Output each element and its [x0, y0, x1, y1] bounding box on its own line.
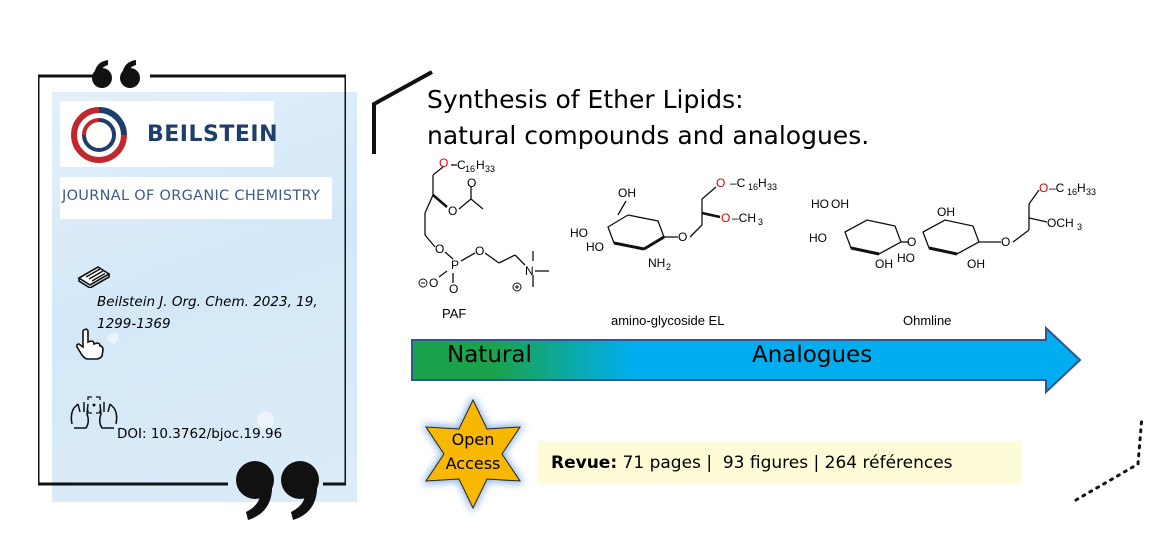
ohmline-label: Ohmline [903, 313, 952, 328]
svg-text:–C: –C [730, 176, 746, 190]
svg-text:O: O [429, 276, 438, 290]
svg-text:HO: HO [811, 197, 829, 211]
title-bracket [372, 70, 433, 154]
svg-text:16: 16 [1067, 187, 1077, 197]
svg-text:OH: OH [875, 257, 893, 271]
svg-text:HO: HO [897, 251, 915, 265]
svg-text:33: 33 [767, 182, 777, 192]
svg-text:O: O [467, 176, 476, 190]
natural-label: Natural [447, 342, 532, 368]
svg-text:O: O [721, 211, 730, 225]
open-access-line-2: Access [445, 454, 501, 473]
stats-figures: 93 figures [722, 453, 809, 473]
stats-label: Revue: [551, 453, 618, 473]
svg-text:O: O [716, 176, 725, 190]
svg-text:C: C [457, 158, 466, 172]
svg-text:O: O [1001, 235, 1010, 249]
doi-text: DOI: 10.3762/bjoc.19.96 [117, 426, 283, 442]
stats-text: Revue: 71 pages | 93 figures | 264 référ… [551, 453, 953, 473]
journal-name-panel [60, 177, 332, 219]
open-access-line-1: Open [451, 430, 495, 449]
page-title: Synthesis of Ether Lipids: natural compo… [427, 82, 869, 154]
logo-wordmark: BEILSTEIN [147, 122, 278, 147]
svg-text:O: O [475, 244, 484, 258]
svg-text:O: O [1039, 181, 1048, 195]
open-access-label: Open Access [425, 428, 521, 476]
svg-text:O: O [448, 204, 457, 218]
title-line-2: natural compounds and analogues. [427, 121, 870, 150]
svg-text:OCH: OCH [1047, 216, 1074, 230]
svg-text:O: O [439, 156, 448, 170]
journal-book-icon [77, 266, 111, 288]
svg-text:16: 16 [748, 182, 758, 192]
svg-text:OH: OH [618, 186, 636, 200]
svg-text:OH: OH [967, 257, 985, 271]
stats-panel [538, 441, 1021, 483]
svg-text:16: 16 [465, 164, 475, 174]
stats-references: 264 références [824, 453, 953, 473]
svg-text:H: H [476, 158, 485, 172]
journal-name: JOURNAL OF ORGANIC CHEMISTRY [62, 188, 321, 204]
stats-separator-1: | [706, 453, 713, 473]
svg-text:OH: OH [831, 197, 849, 211]
stats-separator-2: | [813, 453, 820, 473]
svg-text:O: O [449, 282, 458, 295]
svg-text:3: 3 [758, 217, 763, 227]
hands-scan-icon [70, 396, 118, 429]
open-access-star-badge [422, 396, 524, 512]
svg-text:P: P [451, 258, 459, 272]
svg-text:O: O [907, 235, 916, 249]
citation-text: Beilstein J. Org. Chem. 2023, 19, 1299-1… [97, 294, 318, 332]
svg-text:33: 33 [1086, 187, 1096, 197]
amino-glycoside-label: amino-glycoside EL [611, 313, 725, 328]
svg-text:33: 33 [485, 164, 495, 174]
beilstein-logo-icon [71, 107, 127, 163]
svg-text:HO: HO [570, 226, 588, 240]
svg-text:HO: HO [809, 231, 827, 245]
svg-text:2: 2 [666, 262, 671, 272]
pointer-hand-icon [75, 328, 104, 360]
quote-frame [38, 74, 346, 486]
svg-text:H: H [758, 176, 767, 190]
svg-text:3: 3 [1077, 222, 1082, 232]
close-quote-icon [236, 461, 319, 520]
svg-text:OH: OH [937, 205, 955, 219]
svg-text:N: N [525, 264, 534, 278]
analogues-label: Analogues [752, 342, 873, 368]
open-quote-icon [92, 60, 140, 88]
stats-pages: 71 pages [622, 453, 701, 473]
natural-to-analogues-arrow [411, 326, 1082, 395]
svg-text:–C: –C [1049, 181, 1065, 195]
svg-text:HO: HO [586, 240, 604, 254]
title-line-1: Synthesis of Ether Lipids: [427, 85, 744, 114]
svg-text:NH: NH [648, 256, 665, 270]
svg-text:O: O [435, 242, 444, 256]
svg-text:O: O [678, 230, 687, 244]
dotted-corner-decoration [1074, 414, 1144, 502]
paf-label: PAF [442, 306, 467, 321]
svg-text:–CH: –CH [732, 211, 756, 225]
svg-text:H: H [1077, 181, 1086, 195]
